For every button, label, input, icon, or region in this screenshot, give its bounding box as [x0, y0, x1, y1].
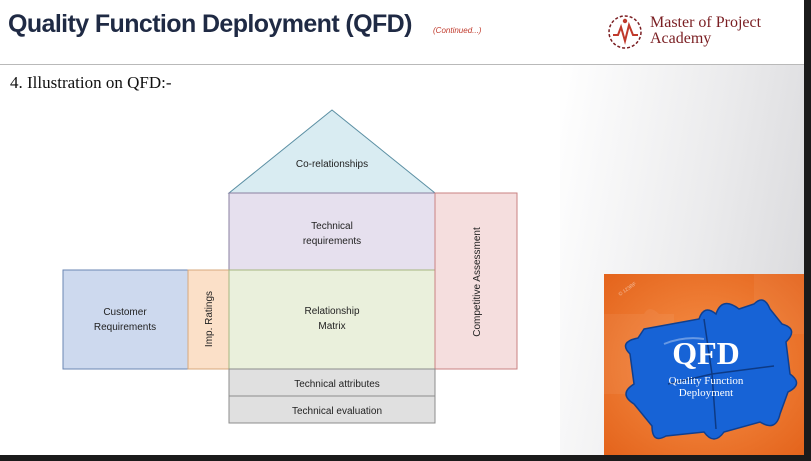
logo-text: Master of Project Academy	[650, 15, 761, 47]
page-title: Quality Function Deployment (QFD)	[8, 10, 412, 38]
matrix-label-line2: Matrix	[318, 321, 345, 332]
roof-label: Co-relationships	[296, 159, 368, 170]
tech-req-label-line2: requirements	[303, 236, 361, 247]
tech-req-label-line1: Technical	[311, 221, 353, 232]
technical-attributes-row	[228, 368, 436, 397]
technical-requirements-box	[228, 192, 436, 271]
matrix-label-line1: Relationship	[304, 306, 359, 317]
section-heading: 4. Illustration on QFD:-	[10, 73, 172, 92]
competitive-label: Competitive Assessment	[472, 227, 483, 337]
customer-label-line2: Requirements	[94, 322, 156, 333]
promo-line1: Quality Function	[669, 375, 744, 387]
relationship-matrix-box	[228, 269, 436, 370]
qfd-puzzle-image: QFD Quality Function Deployment © 123RF	[604, 274, 804, 455]
qfd-house-diagram: Co-relationships Technical requirements …	[62, 109, 518, 424]
logo-line2: Academy	[650, 30, 712, 47]
logo-line1: Master of Project	[650, 14, 762, 31]
competitive-assessment-box	[434, 192, 518, 370]
puzzle-pieces	[624, 299, 798, 440]
page-subtitle: (Continued...)	[433, 26, 482, 35]
customer-requirements-box	[62, 269, 189, 370]
tech-evaluation-label: Technical evaluation	[292, 406, 382, 417]
co-relationships-roof	[227, 109, 437, 194]
promo-line2: Deployment	[679, 387, 733, 399]
slide-header: Quality Function Deployment (QFD) (Conti…	[0, 0, 804, 65]
promo-big-text: QFD	[672, 335, 740, 371]
technical-evaluation-row	[228, 395, 436, 424]
academy-logo-icon	[608, 15, 642, 49]
customer-label-line1: Customer	[103, 307, 147, 318]
slide: Quality Function Deployment (QFD) (Conti…	[0, 0, 804, 455]
importance-label: Imp. Ratings	[204, 291, 215, 347]
tech-attributes-label: Technical attributes	[294, 379, 380, 390]
